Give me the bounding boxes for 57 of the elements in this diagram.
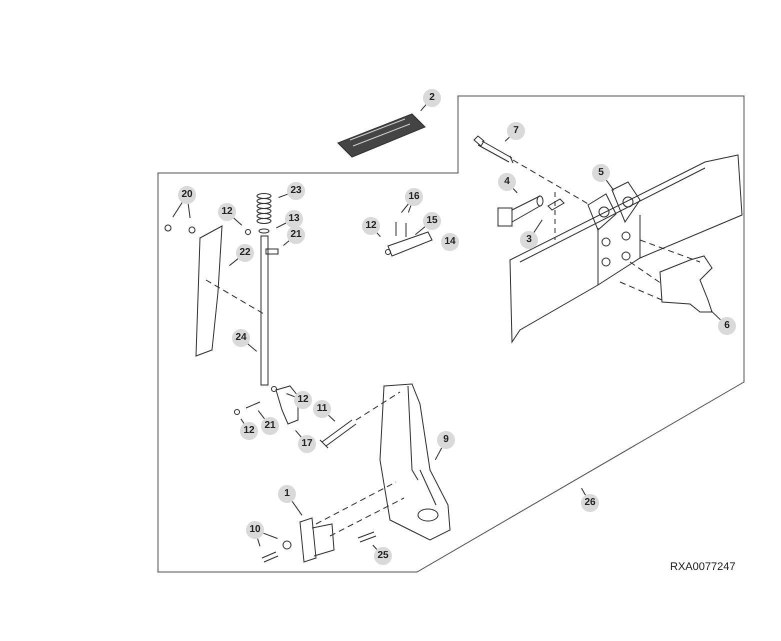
callout-number: 12 — [362, 217, 380, 235]
leader-line — [400, 204, 409, 214]
callout-number: 20 — [178, 186, 196, 204]
leader-line — [240, 418, 244, 424]
figure-code: RXA0077247 — [670, 561, 736, 573]
leader-line — [262, 532, 278, 539]
callout-number: 6 — [718, 317, 736, 335]
callout-number: 21 — [287, 226, 305, 244]
callout-number: 3 — [520, 231, 538, 249]
callout-number: 17 — [298, 435, 316, 453]
callout-number: 24 — [232, 329, 250, 347]
callout-number: 12 — [218, 203, 236, 221]
leader-line — [606, 180, 614, 191]
leader-line — [295, 430, 302, 438]
callout-number: 11 — [313, 400, 331, 418]
leader-line — [434, 447, 442, 460]
callout-number: 5 — [592, 164, 610, 182]
callout-number: 14 — [441, 233, 459, 251]
leader-line — [228, 258, 238, 266]
leader-line — [257, 538, 260, 547]
callout-number: 16 — [405, 188, 423, 206]
leader-line — [233, 218, 242, 226]
callout-number: 12 — [240, 422, 258, 440]
leader-line — [504, 136, 510, 142]
leader-line — [710, 310, 721, 320]
leader-line — [276, 222, 286, 228]
leader-line — [292, 500, 302, 516]
callout-number: 21 — [261, 417, 279, 435]
leader-line — [282, 240, 290, 246]
callout-number: 1 — [278, 485, 296, 503]
leader-line — [533, 219, 543, 233]
leader-line — [581, 488, 586, 496]
callout-number: 4 — [498, 173, 516, 191]
leader-line — [188, 203, 191, 219]
leader-line — [247, 343, 258, 352]
leader-line — [286, 393, 296, 398]
callout-number: 13 — [285, 210, 303, 228]
leader-line — [172, 202, 183, 218]
leader-line — [328, 414, 336, 422]
callout-number: 2 — [423, 89, 441, 107]
callout-number: 25 — [374, 547, 392, 565]
callout-number: 7 — [507, 122, 525, 140]
leader-line — [372, 544, 378, 550]
leader-line — [414, 226, 426, 236]
callout-number: 12 — [294, 391, 312, 409]
leader-line — [278, 194, 288, 198]
leader-line — [408, 205, 412, 213]
callout-number: 26 — [581, 494, 599, 512]
callout-number: 15 — [423, 212, 441, 230]
leader-line — [376, 232, 381, 238]
leader-line — [420, 104, 426, 112]
callout-number: 22 — [236, 244, 254, 262]
callout-number: 10 — [246, 521, 264, 539]
callout-number: 9 — [437, 431, 455, 449]
callout-number: 23 — [287, 182, 305, 200]
leader-line — [258, 410, 265, 420]
leader-line — [512, 188, 518, 194]
